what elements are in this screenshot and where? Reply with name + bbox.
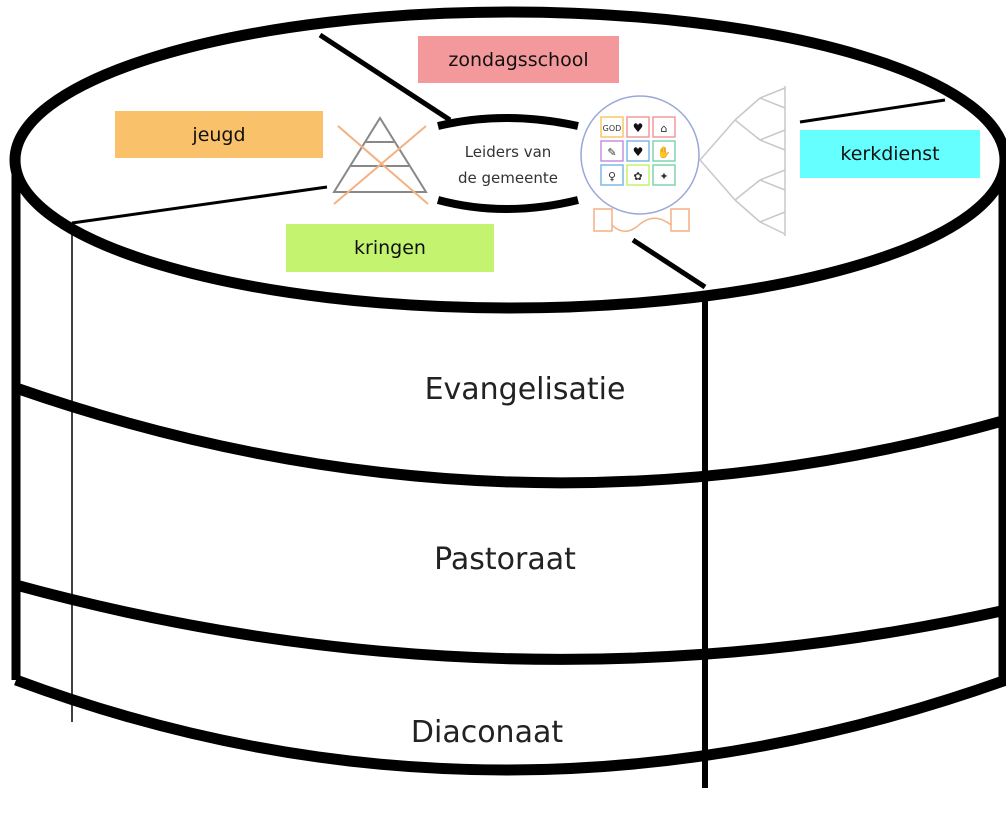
center-line-2: de gemeente (458, 169, 558, 187)
top-divider-top (318, 32, 452, 123)
svg-text:♥: ♥ (633, 121, 644, 135)
layer-evangelisatie: Evangelisatie (424, 371, 626, 407)
label-jeugd: jeugd (115, 111, 323, 158)
svg-text:GOD: GOD (603, 124, 622, 133)
tree-diagram-icon (699, 86, 786, 236)
svg-text:⌂: ⌂ (661, 122, 668, 135)
svg-text:✿: ✿ (633, 170, 642, 183)
center-leaders-text: Leiders van de gemeente (436, 139, 580, 191)
center-arc-top (437, 114, 579, 130)
label-zondagsschool: zondagsschool (418, 36, 619, 83)
svg-text:✎: ✎ (607, 146, 616, 159)
cylinder-bottom (14, 674, 1006, 776)
layer-boundary-1 (14, 382, 1006, 489)
svg-text:♀: ♀ (608, 170, 616, 183)
svg-text:♥: ♥ (633, 145, 644, 159)
svg-text:✋: ✋ (657, 146, 671, 159)
label-kerkdienst: kerkdienst (800, 130, 980, 178)
label-jeugd-text: jeugd (192, 123, 246, 146)
cylinder-top-ellipse (9, 6, 1006, 314)
pyramid-icon (332, 116, 429, 205)
label-kringen-text: kringen (354, 237, 426, 259)
layer-diaconaat: Diaconaat (410, 714, 564, 750)
top-divider-left (71, 185, 328, 225)
top-divider-right (799, 98, 946, 124)
label-zondagsschool-text: zondagsschool (448, 48, 589, 71)
center-line-1: Leiders van (464, 143, 552, 161)
svg-text:✦: ✦ (659, 170, 668, 183)
top-divider-bottom (631, 237, 707, 290)
label-kringen: kringen (286, 224, 494, 272)
layer-pastoraat: Pastoraat (434, 541, 576, 577)
label-kerkdienst-text: kerkdienst (840, 143, 940, 165)
icon-grid: GOD ♥ ⌂ ✎ ♥ ✋ ♀ ✿ ✦ (580, 95, 700, 232)
layer-boundary-2 (14, 579, 1006, 665)
center-arc-bottom (436, 196, 579, 213)
